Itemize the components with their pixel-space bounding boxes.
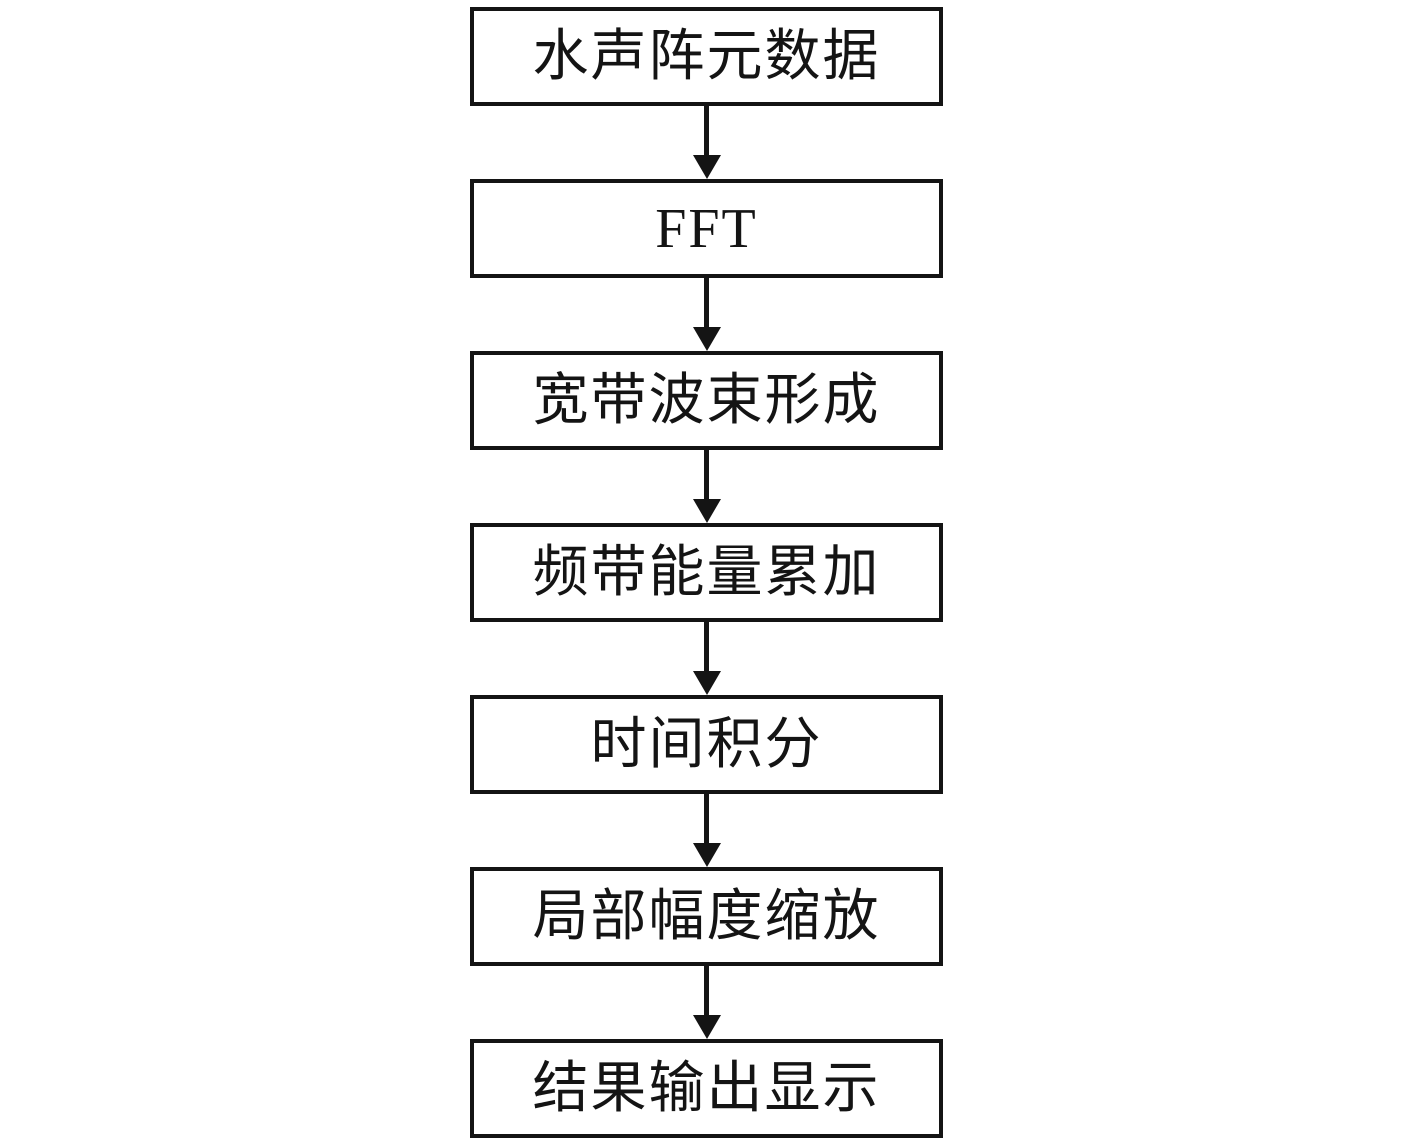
flow-node-broadband-beamforming: 宽带波束形成 <box>470 351 943 450</box>
flow-node-result-output: 结果输出显示 <box>470 1039 943 1138</box>
flow-node-local-amp-scaling-label: 局部幅度缩放 <box>532 885 881 948</box>
flow-node-local-amp-scaling: 局部幅度缩放 <box>470 867 943 966</box>
flow-node-array-data: 水声阵元数据 <box>470 7 943 106</box>
down-arrow-icon <box>692 106 721 179</box>
arrow-head <box>692 327 721 351</box>
flow-node-broadband-beamforming-label: 宽带波束形成 <box>532 369 881 432</box>
arrow-shaft <box>704 278 709 327</box>
arrow-shaft <box>704 622 709 671</box>
flow-node-band-energy-sum: 频带能量累加 <box>470 523 943 622</box>
arrow-shaft <box>704 966 709 1015</box>
flow-node-time-integration: 时间积分 <box>470 695 943 794</box>
flow-node-fft-label: FFT <box>655 197 758 260</box>
down-arrow-icon <box>692 450 721 523</box>
down-arrow-icon <box>692 622 721 695</box>
arrow-head <box>692 155 721 179</box>
down-arrow-icon <box>692 278 721 351</box>
arrow-shaft <box>704 450 709 499</box>
flow-node-time-integration-label: 时间积分 <box>590 713 823 776</box>
arrow-head <box>692 499 721 523</box>
flow-node-fft: FFT <box>470 179 943 278</box>
arrow-head <box>692 1015 721 1039</box>
flow-node-array-data-label: 水声阵元数据 <box>532 25 881 88</box>
arrow-head <box>692 843 721 867</box>
down-arrow-icon <box>692 966 721 1039</box>
down-arrow-icon <box>692 794 721 867</box>
arrow-shaft <box>704 794 709 843</box>
flow-node-result-output-label: 结果输出显示 <box>532 1057 881 1120</box>
flowchart-column: 水声阵元数据 FFT 宽带波束形成 频带能量累加 时间积分 <box>470 7 943 1138</box>
arrow-shaft <box>704 106 709 155</box>
arrow-head <box>692 671 721 695</box>
flow-node-band-energy-sum-label: 频带能量累加 <box>532 541 881 604</box>
